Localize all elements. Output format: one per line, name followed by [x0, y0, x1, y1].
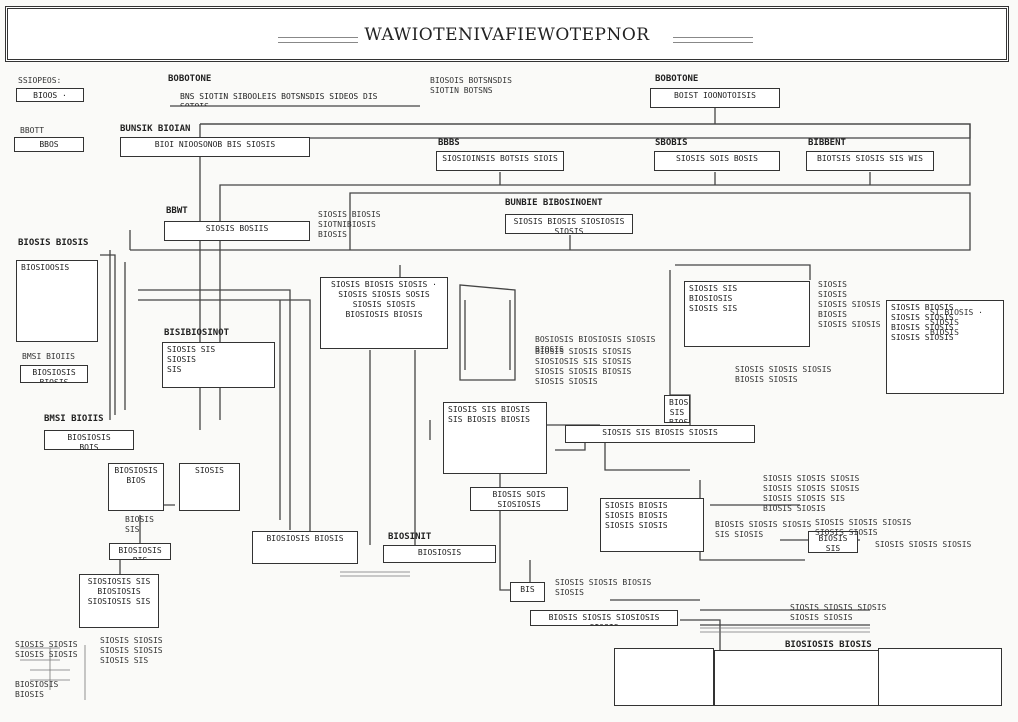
block-b31: SIOSIS BIOSIS SIOSIS BIOSIS SIOSIS SIOSI…	[600, 498, 704, 552]
block-b27: BIS	[510, 582, 545, 602]
title-rule-right	[673, 37, 753, 43]
diagram-title: WAWIOTENIVAFIEWOTEPNOR	[364, 25, 650, 45]
panel-bottom-b	[714, 650, 879, 706]
note-n6: SIOSIS SIOSIS SIOSIS SIOSIS SIOSIS SIOSI…	[763, 474, 860, 513]
note-n12: SIOSIS SIOSIS SIOSIS SIOSIS SIOSIS	[790, 603, 887, 622]
note-n8: BIOSIS SIOSIS SIOSIS SIS SIOSIS	[715, 520, 812, 539]
block-label: SBOBIS	[655, 138, 688, 148]
panel-bottom-c	[878, 648, 1002, 706]
panel-bottom-a	[614, 648, 714, 706]
panel-bottom-label: BIOSIOSIS BIOSIS	[785, 640, 872, 650]
block-label: BBWT	[166, 206, 188, 216]
note-n3: BIOSIS SIOSIS SIOSIS SIOSIOSIS SIS SIOSI…	[535, 347, 632, 386]
note-n16: SIOSIS SIOSIS SIOSIS SIOSIS SIOSIS SIS	[100, 636, 163, 665]
note-n1: BOSIOSIS BIOSIOSIS SIOSIS BIOSIS	[535, 335, 656, 354]
block-b11: SIOSIS BIOSIS SIOSIOSIS SIOSIS	[505, 214, 633, 234]
note-n5: SIOSIS SIOSIS SIOSIS BIOSIS SIOSIS	[735, 365, 832, 384]
block-label: BBOTT	[20, 126, 45, 135]
block-label: BOBOTONE	[655, 74, 699, 84]
block-b4: BIOSOIS BOTSNSDIS SIOTIN BOTSNS	[430, 76, 512, 95]
block-b21: SIOSIOSIS SIS BIOSIOSIS SIOSIOSIS SIS	[79, 574, 159, 628]
block-label: BBBS	[438, 138, 460, 148]
block-b28: BIOSIS SIOSIS SIOSIOSIS SIOSIS	[530, 610, 678, 626]
block-b33: SIOSIS BIOSIS SIOSIS SIOSIS BIOSIS SIOSI…	[886, 300, 1004, 394]
note-n2: SIOSIS SIOSIS	[818, 280, 847, 299]
block-label: BMSI BIOIIS	[22, 352, 75, 361]
block-b2: BBOS SIDTSSIE	[14, 137, 84, 152]
block-b16: BIOSIOSIS BIOSIS	[20, 365, 88, 383]
block-label: BUNBIE BIBOSINOENT	[505, 198, 603, 208]
block-b13: SIOSIS BIOSIS SIOSIS · SIOSIS SIOSIS SOS…	[320, 277, 448, 349]
note-n7: SIOSIS SIOSIS SIOSIS SIOSIS SIOSIS	[815, 518, 912, 537]
block-label: BIOSIS BIOSIS	[18, 238, 89, 248]
block-b22: SIOSIS SIS BIOSIS SIS BIOSIS BIOSIS	[443, 402, 547, 474]
block-b6: BIOI NIOOSONOB BIS SIOSIS	[120, 137, 310, 157]
block-b30: BIOSIS SIS BIOSIS BIOSIS	[664, 395, 690, 423]
block-b1: BIOOS ·	[16, 88, 84, 102]
block-b9: BIOTSIS SIOSIS SIS WIS	[806, 151, 934, 171]
block-label-16: BMSI BIOIIS	[44, 414, 104, 424]
note-n14: SIOSIS SIOSIS SIOSIS SIOSIS	[15, 640, 78, 659]
block-b24: BIOSIS SOIS SIOSIOSIS	[470, 487, 568, 511]
block-b20: BIOSIOSIS BIS	[109, 543, 171, 560]
block-label: BIBBENT	[808, 138, 846, 148]
block-label: BOBOTONE	[168, 74, 212, 84]
note-n17: SI BIOSIS · SIOSIS BIOSIS	[930, 308, 983, 337]
title-frame: WAWIOTENIVAFIEWOTEPNOR	[5, 6, 1009, 62]
block-label: BIOSINIT	[388, 532, 432, 542]
title-rule-left	[278, 37, 358, 43]
note-n9: SIOSIS SIOSIS SIOSIS	[875, 540, 972, 549]
note-n15: BIOSIOSIS BIOSIS	[15, 680, 59, 699]
block-b14: BIOSIOOSIS	[16, 260, 98, 342]
block-b18: BIOSIOSIS BIOS	[108, 463, 164, 511]
block-b12: SIOSIS BIOSIS SIOTNIBIOSIS BIOSIS	[318, 210, 381, 239]
note-n4: SIOSIS SIOSIS BIOSIS SIOSIS SIOSIS	[818, 300, 881, 329]
block-b32: BIOSIS SIS SIOSIS SIS	[808, 531, 858, 553]
note-n11: BIOSIS SIS	[125, 515, 154, 534]
block-b15: SIOSIS SIS SIOSIS SIS	[162, 342, 275, 388]
block-b17: BIOSIOSIS BOIS SIOSIS	[44, 430, 134, 450]
block-b10: SIOSIS BOSIIS	[164, 221, 310, 241]
block-b26: BIOSIOSIS	[383, 545, 496, 563]
block-label: SSIOPEOS:	[18, 76, 62, 85]
block-b7: SIOSIOINSIS BOTSIS SIOIS	[436, 151, 564, 171]
block-b25: BIOSIOSIS BIOSIS	[252, 531, 358, 564]
block-b3: BNS SIOTIN SIBOOLEIS BOTSNSDIS SIDEOS DI…	[180, 92, 378, 106]
block-label: BISIBIOSINOT	[164, 328, 230, 338]
block-b5: BOIST IOONOTOISIS	[650, 88, 780, 108]
block-b19: SIOSIS	[179, 463, 240, 511]
note-n10: SIOSIS SIOSIS BIOSIS SIOSIS	[555, 578, 652, 597]
block-b8: SIOSIS SOIS BOSIS	[654, 151, 780, 171]
block-b29: SIOSIS SIS BIOSIOSIS SIOSIS SIS	[684, 281, 810, 347]
block-label: BUNSIK BIOIAN	[120, 124, 191, 134]
block-b23: SIOSIS SIS BIOSIS SIOSIS	[565, 425, 755, 443]
